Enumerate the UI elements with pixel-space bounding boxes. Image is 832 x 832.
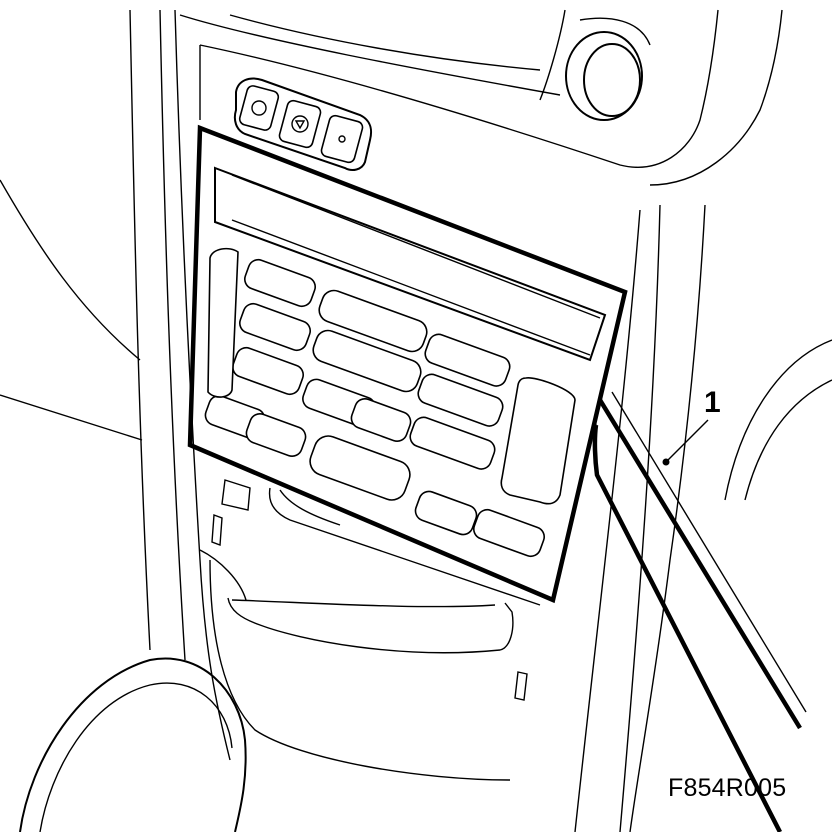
upper-dash-outline (179, 9, 783, 186)
callout-leader (662, 419, 709, 466)
switch-panel (233, 77, 373, 171)
hazard-button-icon (278, 99, 322, 149)
left-panel-outline (0, 9, 231, 761)
dimmer-button-icon (238, 85, 280, 131)
console-outline (574, 204, 832, 832)
figure-code: F854R005 (668, 774, 787, 802)
round-knob (565, 31, 643, 121)
radio-panel (187, 124, 628, 604)
pry-tool-icon (592, 391, 807, 832)
callout-number: 1 (704, 386, 721, 419)
small-switch-icon (320, 114, 364, 164)
lower-console (199, 479, 541, 781)
gear-knob (19, 657, 247, 832)
